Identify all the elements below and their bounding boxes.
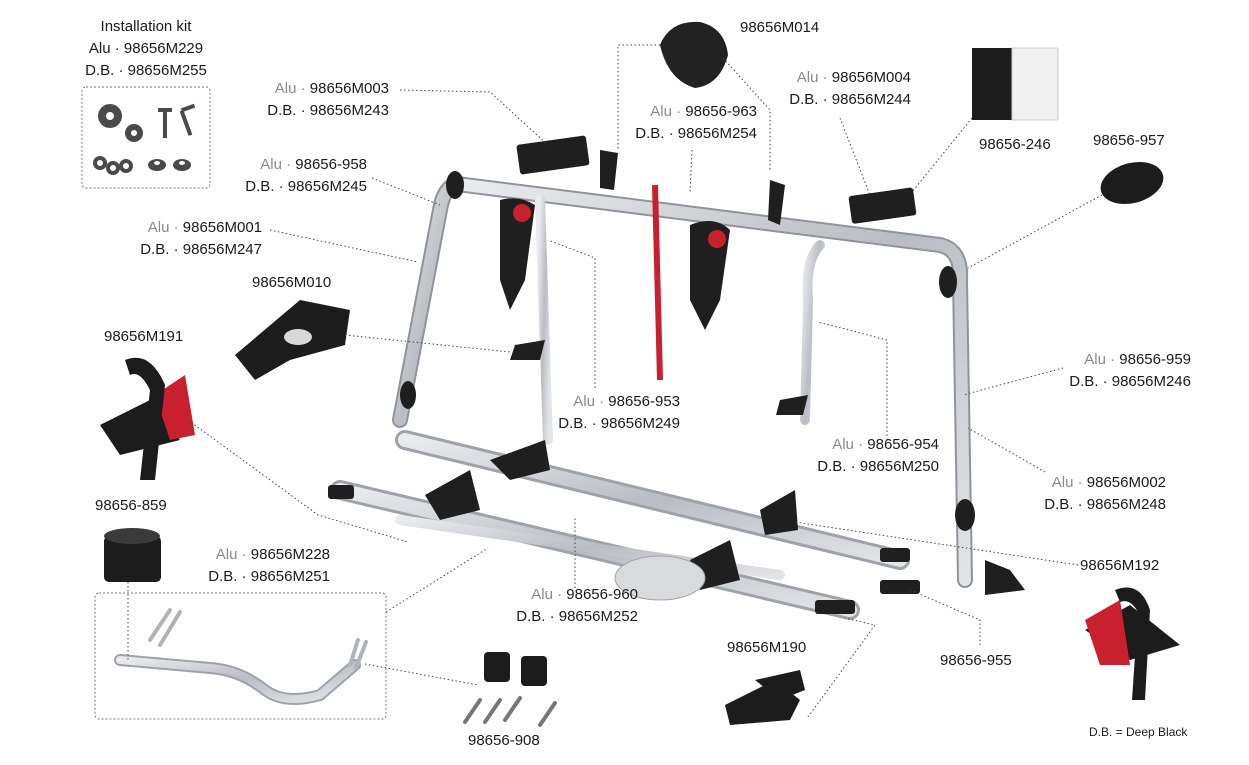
label-98656-246: 98656-246 [979,136,1051,153]
pads-98656M190 [725,670,805,725]
label-98656-953: Alu · 98656-953 D.B. · 98656M249 [558,393,680,432]
strap-98656-246 [972,47,1059,121]
label-98656M010: 98656M010 [252,274,332,291]
wheel-holder-98656M191 [100,357,195,480]
label-98656M014: 98656M014 [740,19,820,36]
label-98656-963: Alu · 98656-963 D.B. · 98656M254 [635,103,757,142]
chain-icon [93,156,133,175]
label-98656M191: 98656M191 [104,328,184,345]
label-98656-954: Alu · 98656-954 D.B. · 98656M250 [817,436,939,475]
frame-holders [328,135,1025,614]
label-98656M228: Alu · 98656M228 D.B. · 98656M251 [208,546,330,585]
installation-kit-box [81,86,211,189]
label-98656-859: 98656-859 [95,497,167,514]
red-strap [652,184,663,381]
gear-icon [98,104,143,142]
label-98656-959: Alu · 98656-959 D.B. · 98656M246 [1069,351,1191,390]
leader-lines [127,44,1103,718]
installation-kit-title: Installation kit Alu · 98656M229 D.B. · … [85,18,207,79]
label-98656-957: 98656-957 [1093,132,1165,149]
cap-98656-957 [1100,161,1164,205]
bike-support-bar [114,608,368,705]
label-98656M004: Alu · 98656M004 D.B. · 98656M244 [789,69,911,108]
holder-98656M010 [235,300,350,380]
legend-deep-black: D.B. = Deep Black [1089,725,1188,739]
label-98656-955: 98656-955 [940,652,1012,669]
cap-98656-859 [104,528,161,582]
label-98656M003: Alu · 98656M003 D.B. · 98656M243 [267,80,389,119]
nut-icon [148,159,191,171]
rails [330,430,910,620]
rivets-98656-908 [463,652,557,727]
label-98656-960: Alu · 98656-960 D.B. · 98656M252 [516,586,638,625]
bike-support-box [94,592,387,720]
label-98656M190: 98656M190 [727,639,807,656]
rail-plate [614,555,706,601]
label-98656M192: 98656M192 [1080,557,1160,574]
knob-98656M014 [660,21,728,88]
label-98656-908: 98656-908 [468,732,540,749]
screw-icon [158,103,196,138]
wheel-holder-98656M192 [1085,587,1180,700]
label-98656M001: Alu · 98656M001 D.B. · 98656M247 [140,219,262,258]
label-98656-958: Alu · 98656-958 D.B. · 98656M245 [245,156,367,195]
label-98656M002: Alu · 98656M002 D.B. · 98656M248 [1044,474,1166,513]
